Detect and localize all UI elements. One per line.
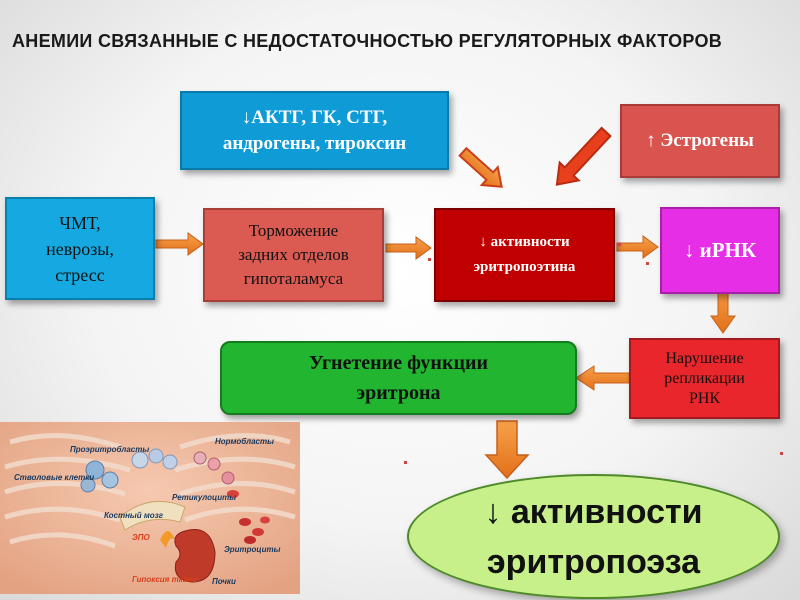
arrow-inhibition-to-epo — [385, 236, 432, 260]
erythron-suppression-box: Угнетение функции эритрона — [220, 341, 577, 415]
decorative-dot — [618, 243, 621, 246]
label-reticulocytes: Ретикулоциты — [172, 493, 236, 502]
normoblasts-cluster — [193, 451, 235, 485]
label-bone-marrow: Костный мозг — [104, 511, 164, 520]
arrow-epo-to-mrna — [616, 235, 659, 259]
arrow-estrogens-to-epo — [555, 126, 612, 186]
mrna-box: ↓ иРНК — [660, 207, 780, 294]
decorative-dot — [780, 452, 783, 455]
estrogens-box: ↑ Эстрогены — [620, 104, 780, 178]
decorative-dot — [404, 461, 407, 464]
hypothalamus-inhibition-box: Торможение задних отделов гипоталамуса — [203, 208, 384, 302]
erythropoiesis-illustration: Проэритробласты Нормобласты Стволовые кл… — [0, 422, 300, 594]
arrow-erythron-to-result — [484, 420, 530, 480]
decorative-dot — [646, 262, 649, 265]
label-epo: ЭПО — [132, 533, 151, 542]
label-erythrocytes: Эритроциты — [224, 545, 281, 554]
tbi-neuroses-stress-box: ЧМТ, неврозы, стресс — [5, 197, 155, 300]
label-stem-cells: Стволовые клетки — [14, 473, 94, 482]
erythrocytes-cluster — [227, 490, 270, 544]
arrow-replication-to-erythron — [575, 365, 630, 391]
bone-marrow-shape — [119, 500, 186, 531]
page-title: АНЕМИИ СВЯЗАННЫЕ С НЕДОСТАТОЧНОСТЬЮ РЕГУ… — [12, 31, 723, 51]
label-tissue-hypoxia: Гипоксия ткани — [132, 575, 197, 584]
decorative-dot — [428, 258, 431, 261]
rna-replication-box: Нарушение репликации РНК — [629, 338, 780, 419]
label-kidneys: Почки — [212, 577, 236, 586]
arrow-hormones-to-epo — [458, 146, 503, 188]
label-proerythroblasts: Проэритробласты — [70, 445, 149, 454]
erythropoietin-activity-box: ↓ активности эритропоэтина — [434, 208, 615, 302]
erythropoiesis-result-ellipse: ↓ активности эритропоэза — [407, 474, 780, 599]
kidney-shape — [174, 529, 216, 583]
arrow-tbi-to-inhibition — [155, 232, 204, 256]
hormones-box: ↓АКТГ, ГК, СТГ, андрогены, тироксин — [180, 91, 449, 170]
label-normoblasts: Нормобласты — [215, 437, 274, 446]
stem-cells-cluster — [80, 460, 119, 493]
proerythroblasts-cluster — [131, 448, 178, 470]
